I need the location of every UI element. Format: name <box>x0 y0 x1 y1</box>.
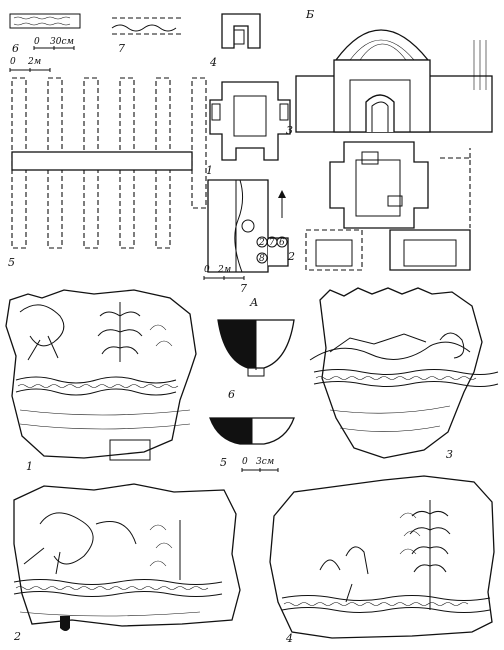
scale-zero: 0 <box>10 57 16 67</box>
plan-4 <box>221 13 261 49</box>
figure-number-7-top: 7 <box>118 42 125 55</box>
canal-circle-label: 2 <box>258 238 265 248</box>
vessel-6 <box>217 319 295 377</box>
relief-fragment-4 <box>269 475 495 639</box>
scale-bar-vessels: 0 3см <box>241 457 279 472</box>
plan-2 <box>305 141 471 271</box>
figure-number-2-plan: 2 <box>287 250 295 263</box>
vessel-5 <box>209 417 295 445</box>
scale-value: 2м <box>217 265 231 275</box>
small-object-7 <box>111 17 182 35</box>
scale-bar-grid-plan: 0 2м <box>9 57 51 72</box>
figure-number-1-relief: 1 <box>26 460 33 473</box>
figure-number-5-grid: 5 <box>8 256 15 269</box>
scale-zero: 0 <box>204 265 210 275</box>
figure-number-3-relief: 3 <box>446 448 453 461</box>
scale-value: 3см <box>256 457 274 467</box>
figure-number-4: 4 <box>209 56 217 69</box>
scale-bar-small-objects: 0 30см <box>33 37 75 50</box>
figure-number-6-vessel: 6 <box>228 388 235 401</box>
canal-circle-label: 7 <box>269 238 275 248</box>
scale-zero: 0 <box>242 457 248 467</box>
grid-plan <box>11 77 207 249</box>
scale-bar-canal-plan: 0 2м <box>203 265 245 280</box>
section-label-a: А <box>249 296 258 309</box>
figure-number-3-plan: 3 <box>286 124 293 137</box>
elevation-3 <box>295 29 493 133</box>
canal-plan-7: 2 7 6 8 <box>207 179 289 273</box>
figure-number-2-relief: 2 <box>13 630 21 643</box>
canal-circle-label: 8 <box>259 254 265 264</box>
figure-number-1-plan: 1 <box>206 164 213 177</box>
scale-value: 30см <box>50 37 74 47</box>
canal-circle-a <box>241 219 255 233</box>
plan-1 <box>209 81 291 161</box>
small-object-6 <box>9 13 81 29</box>
figure-number-5-vessel: 5 <box>220 456 227 469</box>
canal-circle-d <box>276 236 288 248</box>
canal-circle-e <box>256 252 268 264</box>
scale-value: 2м <box>27 57 41 67</box>
relief-fragment-2 <box>13 483 241 631</box>
figure-number-6: 6 <box>12 42 19 55</box>
section-label-b: Б <box>305 8 314 21</box>
canal-circle-label: 6 <box>279 238 285 248</box>
scale-zero: 0 <box>34 37 40 47</box>
figure-number-7-canal: 7 <box>240 282 247 295</box>
relief-fragment-3 <box>309 287 499 459</box>
relief-fragment-1 <box>5 289 197 461</box>
figure-number-4-relief: 4 <box>285 632 293 645</box>
north-arrow <box>278 190 286 218</box>
